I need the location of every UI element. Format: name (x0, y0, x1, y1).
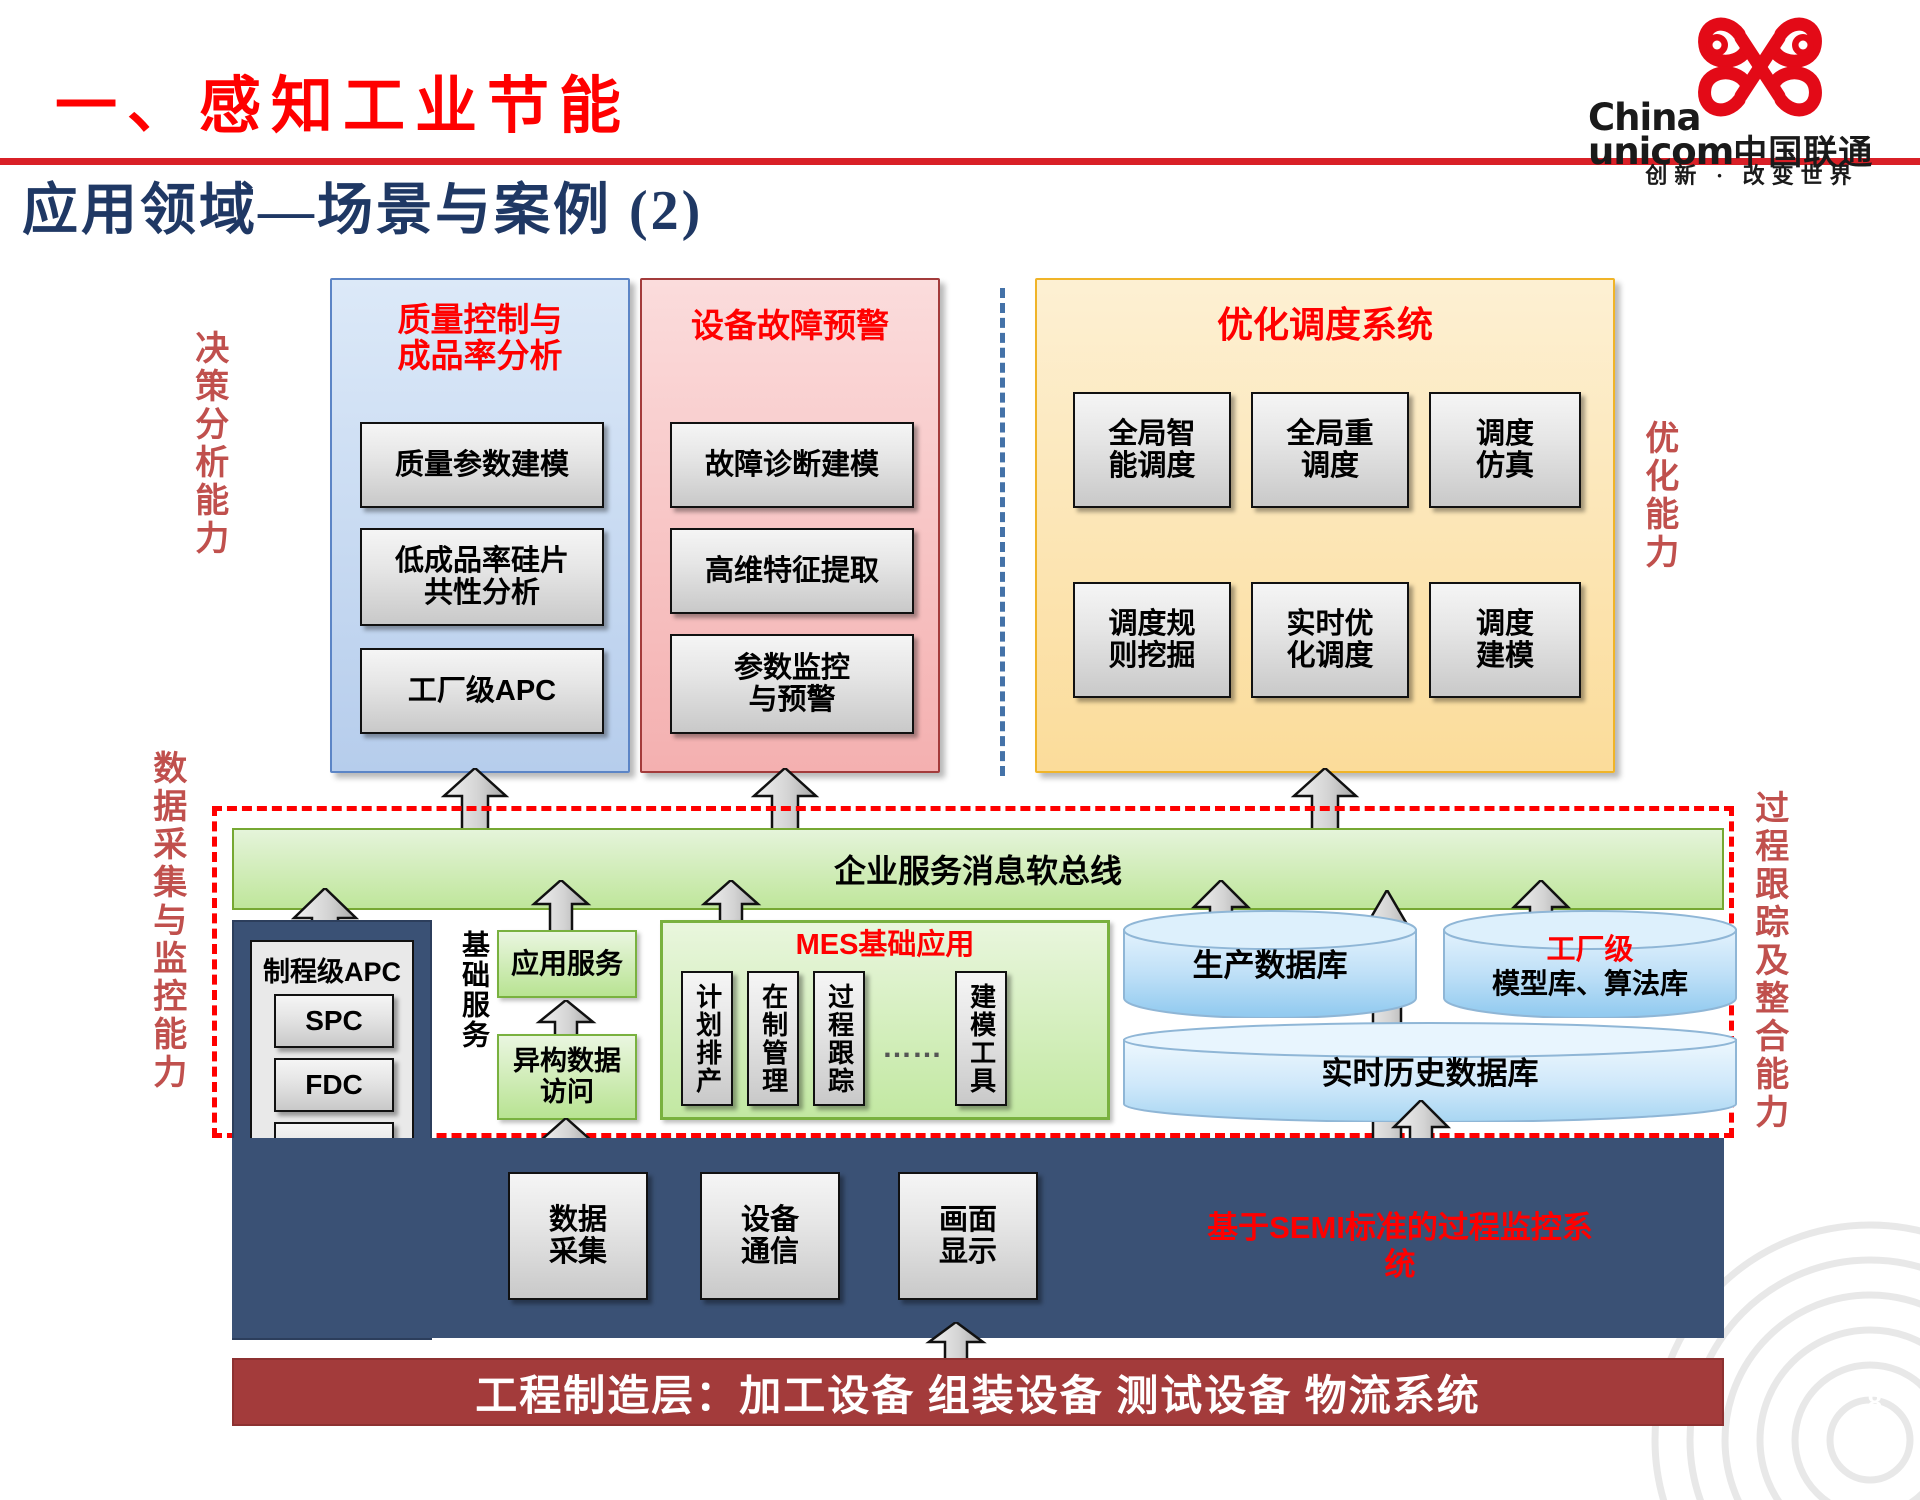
mes-title: MES基础应用 (795, 929, 975, 961)
label-base-service: 基础服务 (459, 930, 490, 1050)
panel-scheduling-title: 优化调度系统 (1216, 304, 1433, 345)
box-scheduling-modeling[interactable]: 调度 建模 (1429, 582, 1581, 698)
box-equipment-communication[interactable]: 设备 通信 (700, 1172, 840, 1300)
page-title: 一、感知工业节能 (55, 73, 632, 141)
box-global-reschedule[interactable]: 全局重 调度 (1251, 392, 1409, 508)
footer-manufacturing-layer: 工程制造层：加工设备 组装设备 测试设备 物流系统 (232, 1358, 1724, 1426)
box-mes-process-tracking[interactable]: 过程跟踪 (813, 971, 865, 1106)
box-param-monitor-warning[interactable]: 参数监控 与预警 (670, 634, 914, 734)
db-production: 生产数据库 (1120, 910, 1420, 1019)
label-data-acquisition: 数据采集与监控能力 (147, 750, 186, 1092)
box-application-service[interactable]: 应用服务 (497, 930, 637, 998)
enterprise-service-bus: 企业服务消息软总线 (232, 828, 1724, 910)
db-factory-repository: 工厂级 模型库、算法库 (1440, 910, 1740, 1019)
header-divider (0, 158, 1920, 165)
panel-mes-basic-applications: MES基础应用 计划排产 在制管理 过程跟踪 …… 建模工具 (660, 920, 1110, 1120)
box-mes-wip-management[interactable]: 在制管理 (747, 971, 799, 1106)
mes-ellipsis: …… (882, 1031, 942, 1064)
unicom-knot-icon (1698, 17, 1822, 117)
logo-wordmark: China unicom中国联通 (1588, 99, 1898, 170)
db-factory-repo-label: 模型库、算法库 (1491, 968, 1688, 999)
china-unicom-logo: China unicom中国联通 创新 · 改变世界 (1580, 6, 1900, 188)
box-apc-fdc[interactable]: FDC (274, 1058, 394, 1112)
monitoring-caption: 基于SEMI标准的过程监控系 统 (1207, 1210, 1593, 1282)
box-screen-display[interactable]: 画面 显示 (898, 1172, 1038, 1300)
logo-brand-en-1: China (1588, 96, 1701, 139)
panel-quality-control: 质量控制与 成品率分析 质量参数建模 低成品率硅片 共性分析 工厂级APC (330, 278, 630, 773)
db-realtime-history-label: 实时历史数据库 (1321, 1056, 1539, 1091)
label-decision-analysis: 决策分析能力 (189, 330, 228, 558)
box-fault-diagnosis-modeling[interactable]: 故障诊断建模 (670, 422, 914, 508)
box-scheduling-rule-mining[interactable]: 调度规 则挖掘 (1073, 582, 1231, 698)
box-quality-param-modeling[interactable]: 质量参数建模 (360, 422, 604, 508)
db-production-label: 生产数据库 (1192, 948, 1348, 983)
box-heterogeneous-data-access[interactable]: 异构数据 访问 (497, 1034, 637, 1120)
box-global-smart-scheduling[interactable]: 全局智 能调度 (1073, 392, 1231, 508)
panel-quality-title: 质量控制与 成品率分析 (397, 301, 563, 374)
footer-label: 工程制造层：加工设备 组装设备 测试设备 物流系统 (475, 1373, 1481, 1420)
box-realtime-opt-scheduling[interactable]: 实时优 化调度 (1251, 582, 1409, 698)
box-scheduling-simulation[interactable]: 调度 仿真 (1429, 392, 1581, 508)
panel-fault-warning: 设备故障预警 故障诊断建模 高维特征提取 参数监控 与预警 (640, 278, 940, 773)
box-mes-plan-scheduling[interactable]: 计划排产 (681, 971, 733, 1106)
db-factory-repo-title: 工厂级 (1546, 934, 1634, 966)
logo-brand-cn: 中国联通 (1733, 133, 1874, 174)
page-number: 8 (1867, 1387, 1882, 1417)
panel-fault-title: 设备故障预警 (691, 307, 889, 344)
box-high-dim-feature-extract[interactable]: 高维特征提取 (670, 528, 914, 614)
slide-root: 一、感知工业节能 应用领域—场景与案例 (2) China (0, 6, 1920, 1500)
box-low-yield-wafer-analysis[interactable]: 低成品率硅片 共性分析 (360, 528, 604, 626)
logo-brand-en-2: unicom (1588, 130, 1734, 174)
db-realtime-history: 实时历史数据库 (1120, 1022, 1740, 1123)
panel-optimized-scheduling: 优化调度系统 全局智 能调度 全局重 调度 调度 仿真 调度规 则挖掘 实时优 … (1035, 278, 1615, 773)
enterprise-service-bus-label: 企业服务消息软总线 (833, 853, 1122, 889)
box-data-acquisition[interactable]: 数据 采集 (508, 1172, 648, 1300)
divider-vertical-dashed (1000, 288, 1005, 776)
logo-tagline: 创新 · 改变世界 (1645, 163, 1859, 188)
box-apc-spc[interactable]: SPC (274, 994, 394, 1048)
label-optimization-capability: 优化能力 (1639, 420, 1678, 572)
box-factory-apc[interactable]: 工厂级APC (360, 648, 604, 734)
box-mes-modeling-tool[interactable]: 建模工具 (955, 971, 1007, 1106)
apc-title: 制程级APC (262, 957, 401, 987)
label-process-tracking: 过程跟踪及整合能力 (1749, 790, 1788, 1132)
page-subtitle: 应用领域—场景与案例 (2) (22, 180, 704, 242)
